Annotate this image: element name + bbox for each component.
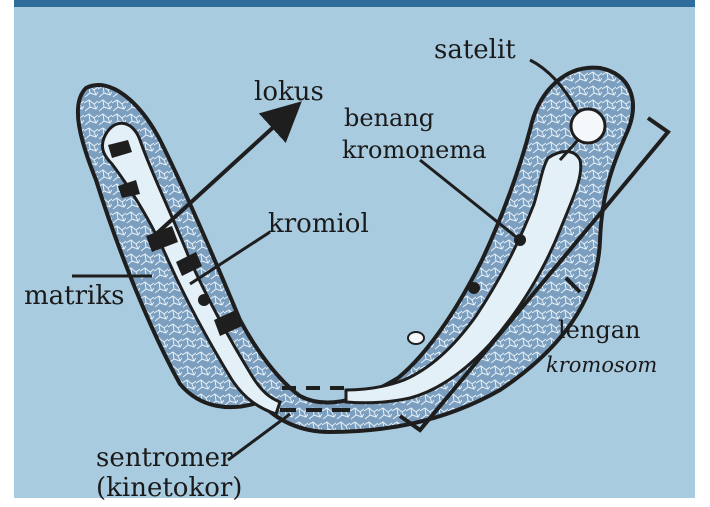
panel-frame-top [0, 0, 710, 7]
kromiol-dot-left [198, 294, 210, 306]
satellite-knob [571, 109, 605, 143]
label-kromiol: kromiol [268, 209, 369, 239]
label-satelit: satelit [434, 35, 516, 65]
label-kromosom: kromosom [546, 353, 657, 377]
panel-frame-right [695, 0, 710, 507]
label-kromonema: kromonema [342, 136, 486, 164]
kromiol-dot-right-2 [468, 282, 480, 294]
label-sentromer: sentromer [96, 443, 233, 473]
label-lengan: lengan [558, 316, 640, 344]
label-matriks: matriks [24, 281, 124, 311]
label-benang: benang [344, 104, 434, 132]
label-lokus: lokus [254, 77, 324, 107]
panel-frame-left [0, 0, 14, 507]
small-vacuole [408, 332, 424, 344]
label-kinetokor: (kinetokor) [96, 473, 242, 503]
